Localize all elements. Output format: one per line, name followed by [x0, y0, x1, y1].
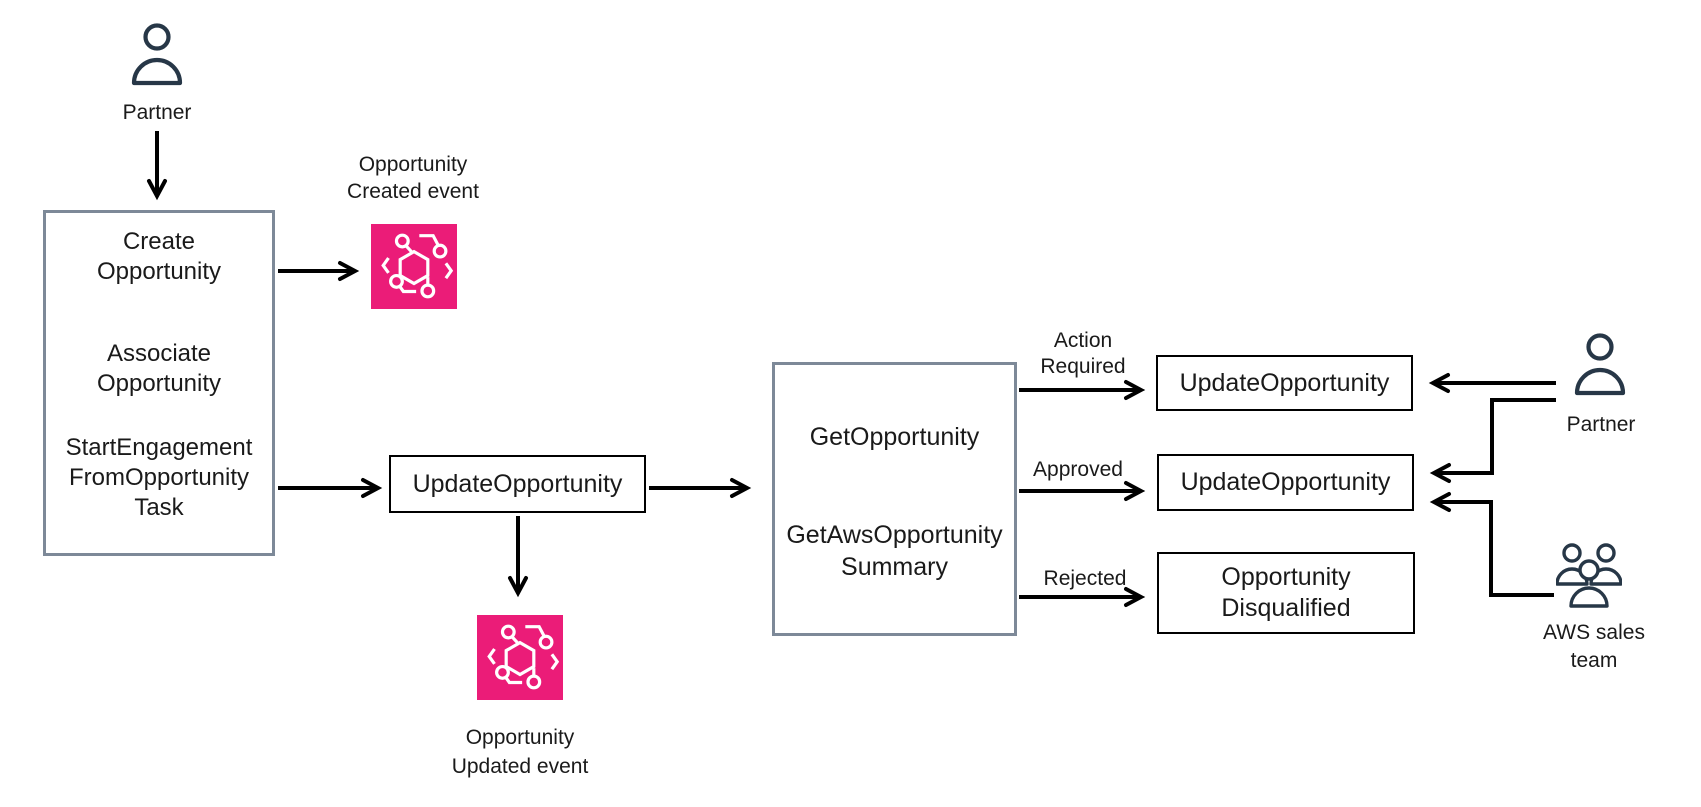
partner-right-label: Partner: [1566, 413, 1636, 436]
user-icon: [131, 23, 183, 86]
associate-opportunity-label: Associate Opportunity: [96, 340, 222, 397]
arrow-sales-team-to-update-2: [1429, 492, 1554, 597]
users-group-icon: [1555, 543, 1623, 608]
eventbridge-event-icon: [487, 624, 560, 690]
partner-actor-top: [127, 20, 187, 95]
start-engagement-label: StartEngagement FromOpportunity Task: [65, 434, 253, 521]
updated-event-label: Opportunity Updated event: [451, 726, 589, 778]
update-opportunity-box-action-required: UpdateOpportunity: [1156, 355, 1413, 411]
user-icon: [1574, 333, 1626, 396]
eventbridge-created-event-icon: [371, 224, 457, 309]
eventbridge-event-icon: [381, 233, 454, 299]
update-opportunity-box-approved: UpdateOpportunity: [1157, 454, 1414, 511]
approved-edge-label: Approved: [1033, 458, 1123, 481]
created-event-label: Opportunity Created event: [347, 153, 479, 203]
update-opportunity-box-mid: UpdateOpportunity: [389, 455, 646, 513]
arrow-partner-right-to-update-2: [1429, 398, 1556, 483]
get-opportunity-box: GetOpportunity GetAwsOpportunity Summary: [772, 362, 1017, 636]
create-opportunity-label: Create Opportunity: [96, 228, 222, 285]
action-required-edge-label: Action Required: [1040, 329, 1126, 378]
rejected-edge-label: Rejected: [1043, 567, 1127, 590]
aws-sales-team-actor: [1555, 542, 1623, 615]
opportunity-disqualified-box: Opportunity Disqualified: [1157, 552, 1415, 634]
partner-top-label: Partner: [122, 101, 192, 124]
aws-sales-team-label: AWS sales team: [1543, 621, 1645, 672]
eventbridge-updated-event-icon: [477, 615, 563, 700]
partner-actor-right: [1570, 330, 1630, 405]
partner-api-box: Create Opportunity Associate Opportunity…: [43, 210, 275, 556]
get-opportunity-label: GetOpportunity: [809, 423, 980, 451]
get-aws-opportunity-summary-label: GetAwsOpportunity Summary: [786, 521, 1003, 581]
